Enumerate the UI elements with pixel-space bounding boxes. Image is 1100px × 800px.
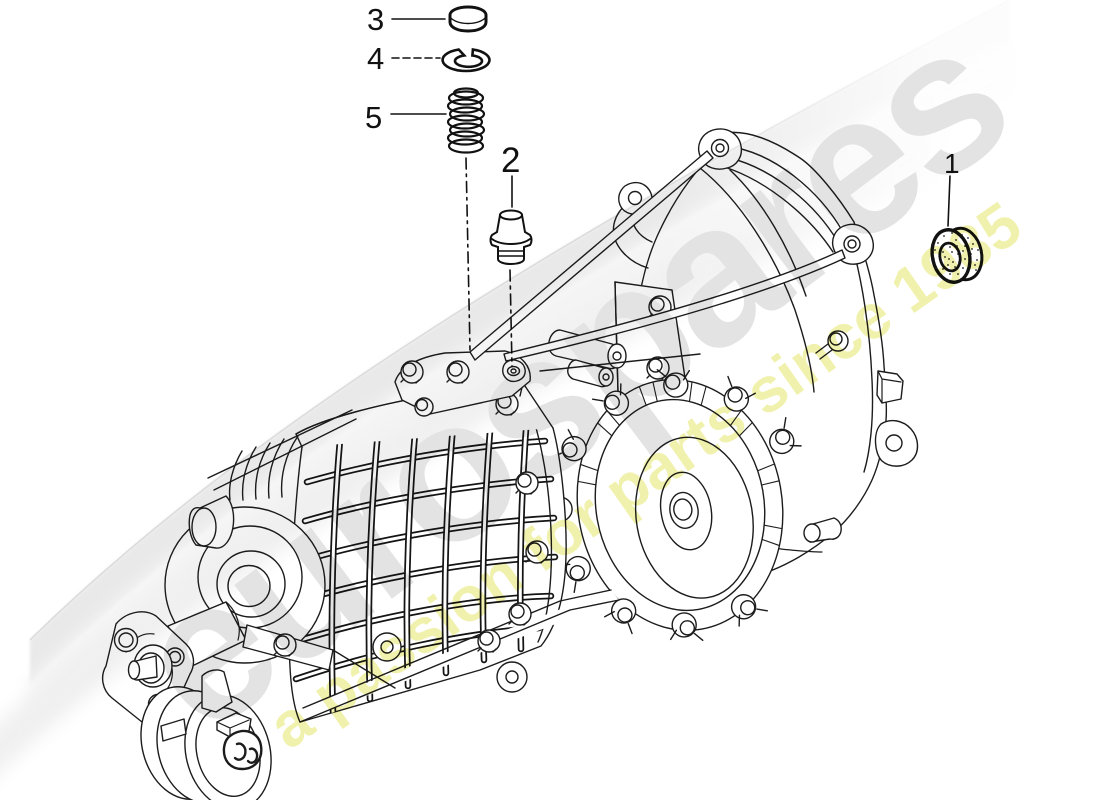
svg-text:3: 3 bbox=[367, 2, 384, 37]
svg-text:5: 5 bbox=[365, 100, 382, 135]
svg-text:2: 2 bbox=[501, 141, 520, 180]
svg-text:4: 4 bbox=[367, 41, 384, 76]
svg-text:1: 1 bbox=[944, 148, 960, 179]
